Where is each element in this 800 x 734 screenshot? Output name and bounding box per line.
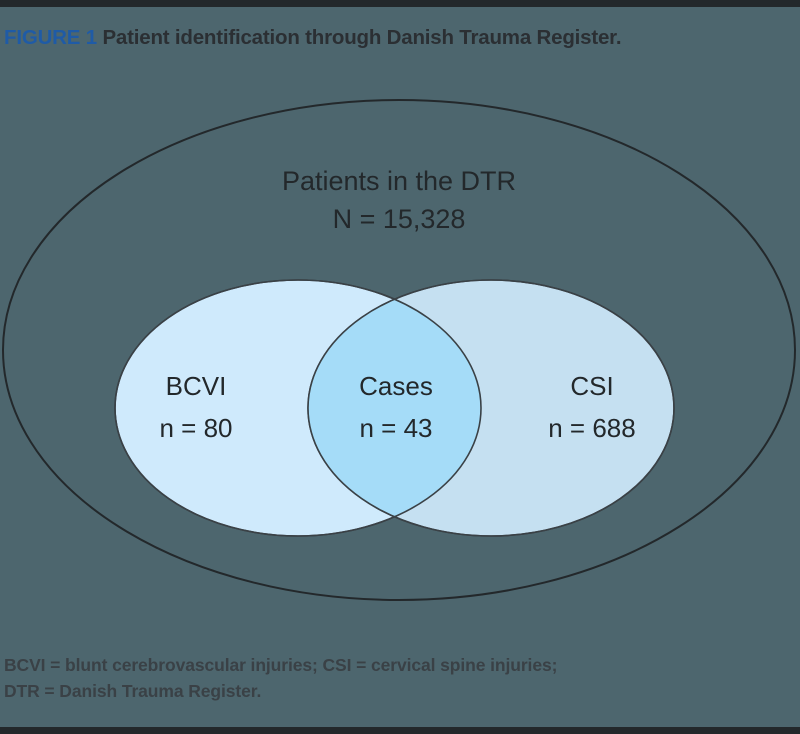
figure-number-label: FIGURE 1 (4, 26, 97, 49)
set-label-csi: CSI (570, 371, 613, 401)
universe-ellipse (2, 99, 796, 601)
intersection-lens-cases (308, 280, 481, 536)
footnote-line-1: BCVI = blunt cerebrovascular injuries; C… (4, 655, 558, 675)
set-count-csi: n = 688 (548, 413, 635, 443)
intersection-count-cases: n = 43 (359, 413, 432, 443)
universe-label: Patients in the DTR (282, 166, 516, 196)
set-count-bcvi: n = 80 (159, 413, 232, 443)
intersection-outline-left (114, 279, 482, 537)
figure-footnote: BCVI = blunt cerebrovascular injuries; C… (4, 652, 557, 704)
intersection-label-cases: Cases (359, 371, 433, 401)
figure-title: FIGURE 1 Patient identification through … (4, 26, 622, 50)
figure-caption: Patient identification through Danish Tr… (102, 26, 622, 49)
footnote-line-2: DTR = Danish Trauma Register. (4, 681, 262, 701)
universe-count: N = 15,328 (333, 204, 466, 234)
set-label-bcvi: BCVI (166, 371, 227, 401)
venn-diagram: Patients in the DTR N = 15,328 BCVI n = … (2, 99, 796, 601)
intersection-outline-right (307, 279, 675, 537)
